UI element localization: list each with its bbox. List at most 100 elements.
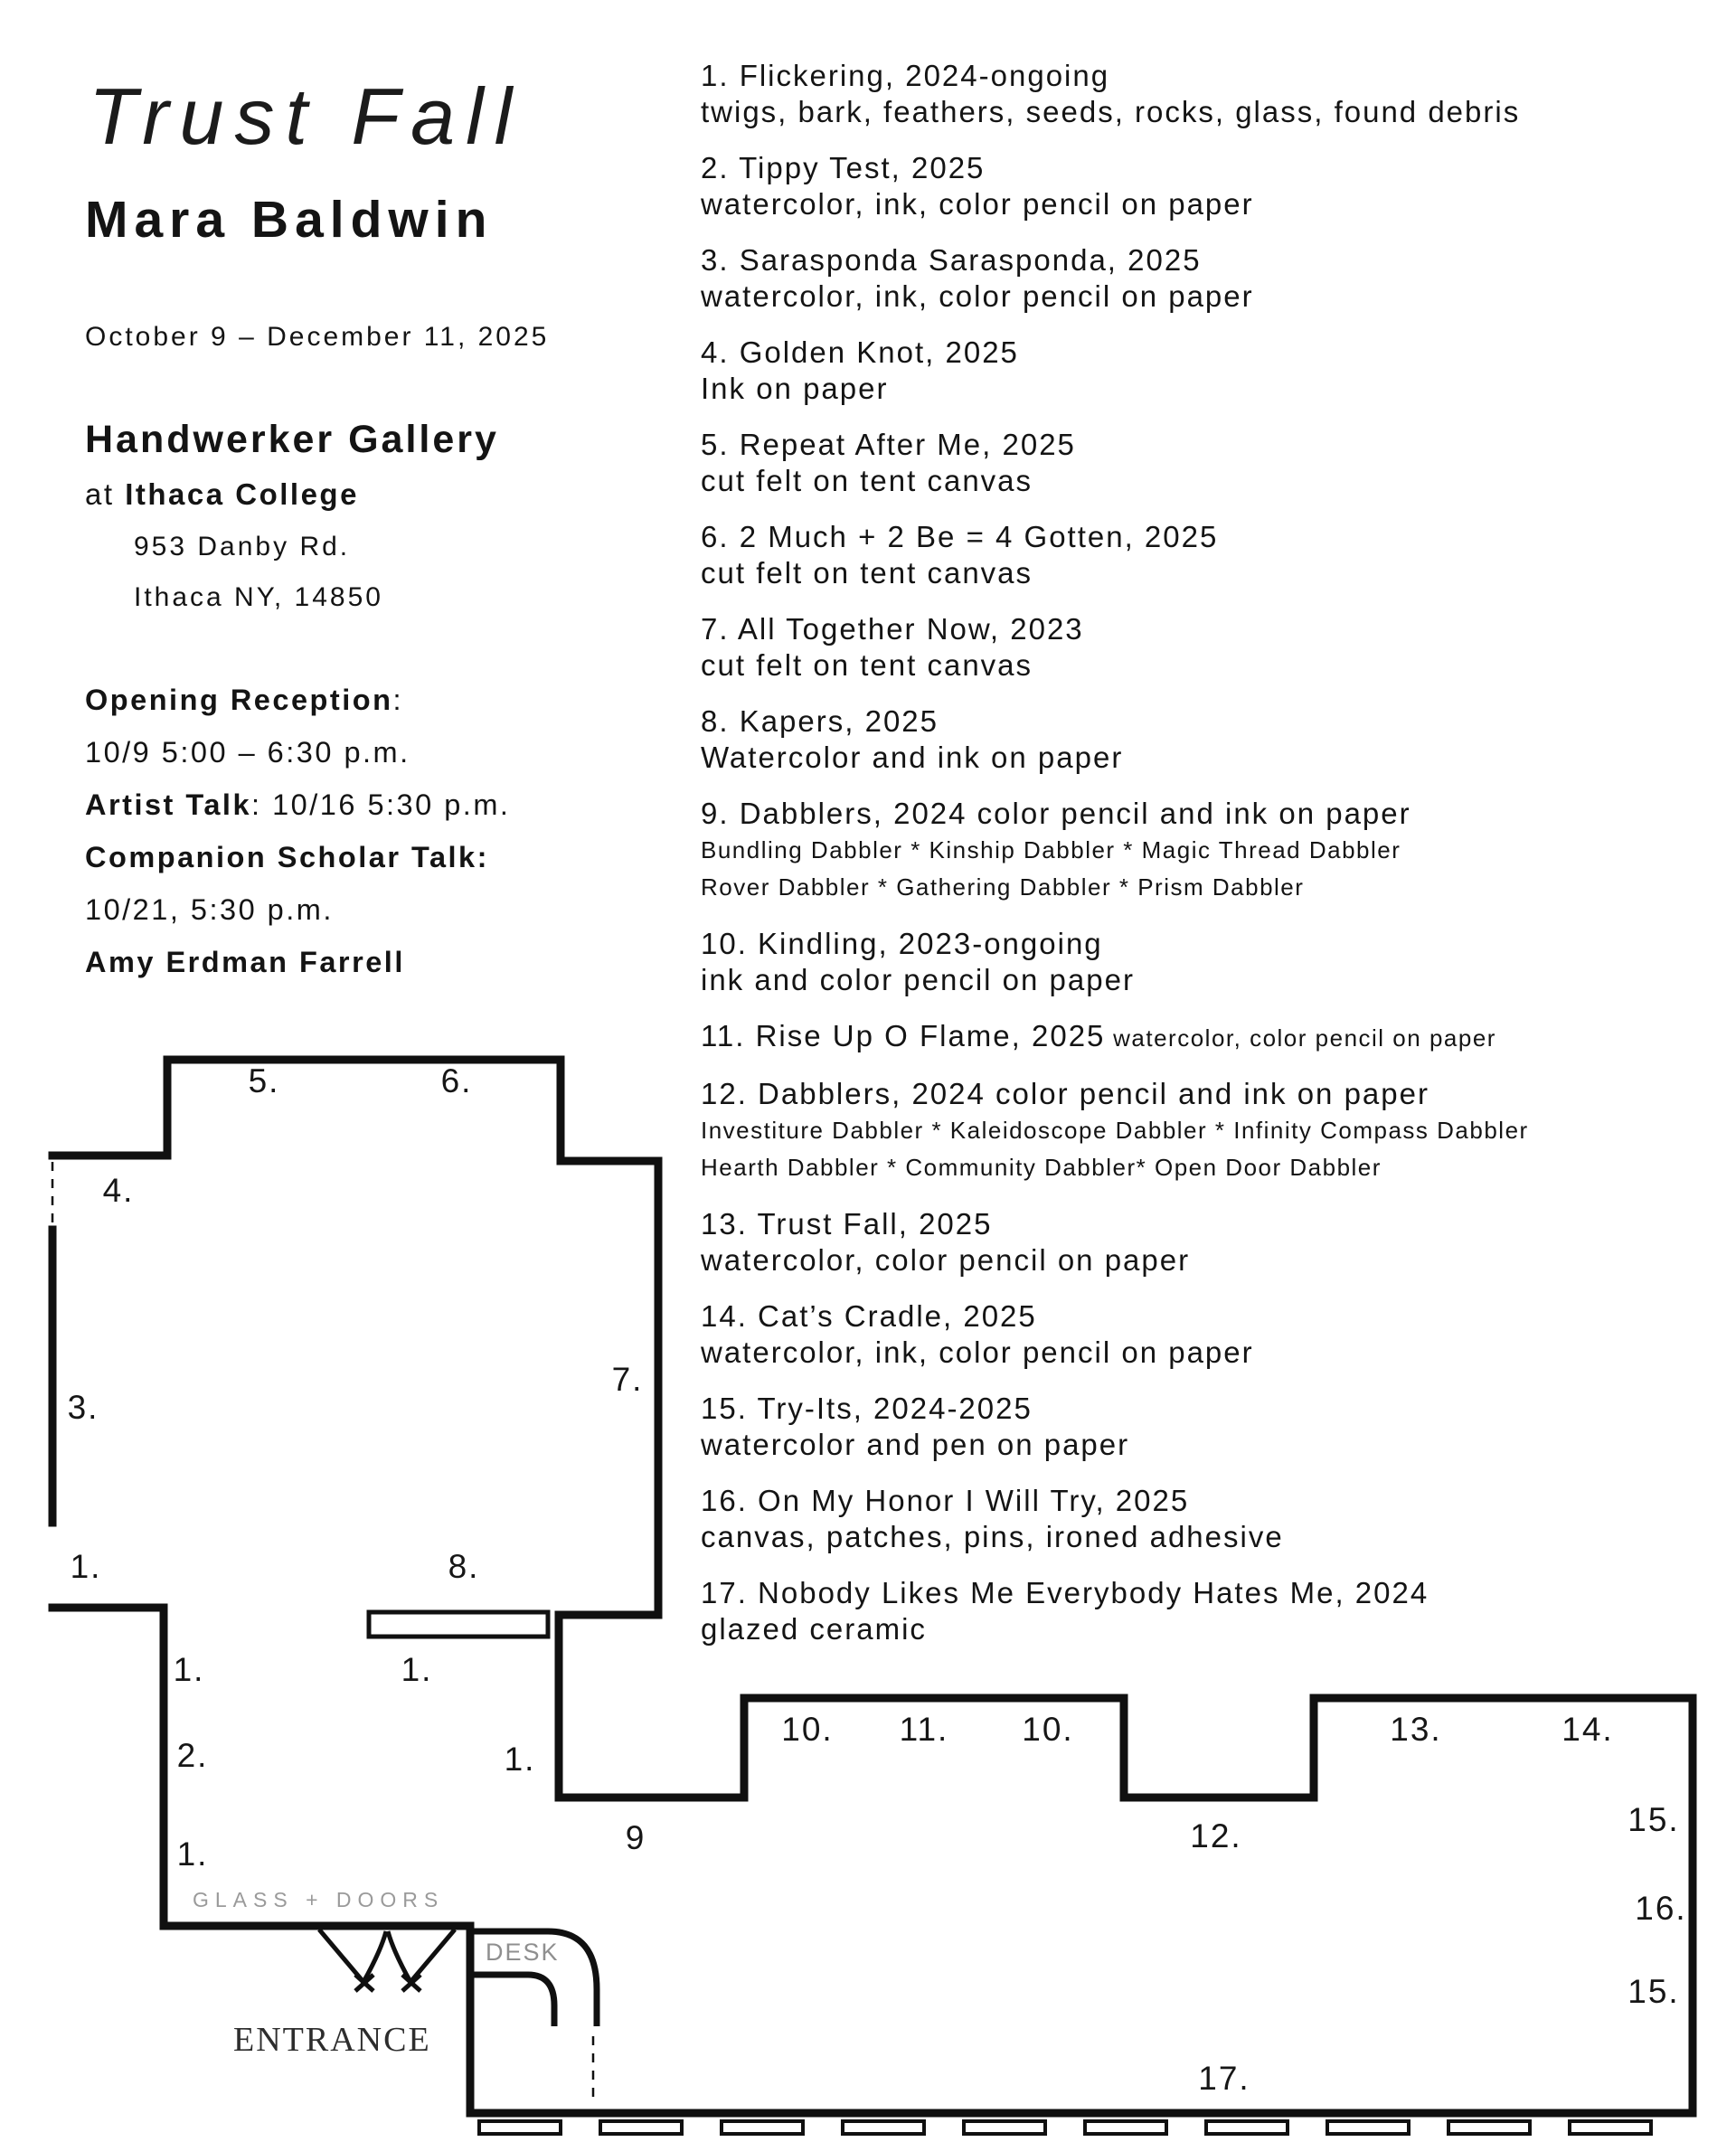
artwork-subline: Bundling Dabbler * Kinship Dabbler * Mag…: [701, 836, 1401, 863]
artwork-item-6: 6. 2 Much + 2 Be = 4 Gotten, 2025 cut fe…: [701, 519, 1736, 591]
artwork-materials: watercolor, color pencil on paper: [701, 1243, 1191, 1277]
reception-colon: :: [392, 684, 403, 716]
gallery-name: Handwerker Gallery: [85, 418, 499, 461]
dashed-wall-segments: [51, 1162, 595, 2104]
artwork-title: 8. Kapers, 2025: [701, 704, 939, 738]
artwork-materials: watercolor, ink, color pencil on paper: [701, 187, 1254, 221]
exhibition-dates: October 9 – December 11, 2025: [85, 322, 550, 352]
artwork-materials: ink and color pencil on paper: [701, 963, 1135, 996]
bottom-wall-hatches: [477, 2119, 1653, 2136]
artwork-item-17: 17. Nobody Likes Me Everybody Hates Me, …: [701, 1575, 1736, 1647]
artwork-item-11: 11. Rise Up O Flame, 2025 watercolor, co…: [701, 1018, 1736, 1056]
plan-label-5: 5.: [248, 1062, 280, 1099]
artwork-title: 11. Rise Up O Flame, 2025 watercolor, co…: [701, 1018, 1736, 1056]
plan-label-14: 14.: [1561, 1711, 1614, 1748]
artwork-title: 9. Dabblers, 2024 color pencil and ink o…: [701, 797, 1411, 830]
plan-label-1d: 1.: [504, 1741, 536, 1778]
plan-label-2: 2.: [176, 1737, 209, 1774]
plan-label-10a: 10.: [781, 1711, 834, 1748]
artwork-materials: cut felt on tent canvas: [701, 556, 1033, 590]
artwork-item-14: 14. Cat’s Cradle, 2025 watercolor, ink, …: [701, 1298, 1736, 1371]
artwork-materials: watercolor, ink, color pencil on paper: [701, 279, 1254, 313]
scholar-talk-label: Companion Scholar Talk:: [85, 841, 489, 873]
reception-label: Opening Reception: [85, 684, 393, 716]
reception-desk-shape: [472, 1928, 600, 2026]
address-line-1: 953 Danby Rd.: [134, 532, 351, 561]
artwork-title: 1. Flickering, 2024-ongoing: [701, 59, 1110, 92]
plan-label-8: 8.: [448, 1548, 480, 1585]
door-swing-marks: [317, 1928, 457, 1993]
artwork-item-10: 10. Kindling, 2023-ongoing ink and color…: [701, 926, 1736, 998]
plan-label-9: 9: [625, 1819, 646, 1856]
plan-label-11: 11.: [899, 1711, 949, 1748]
plan-label-6: 6.: [440, 1062, 473, 1099]
artwork-materials: cut felt on tent canvas: [701, 648, 1033, 682]
artwork-title: 3. Sarasponda Sarasponda, 2025: [701, 243, 1202, 277]
artwork-materials: canvas, patches, pins, ironed adhesive: [701, 1520, 1284, 1553]
artwork-title: 10. Kindling, 2023-ongoing: [701, 927, 1103, 960]
entrance-label: ENTRANCE: [233, 2021, 431, 2059]
artwork-item-7: 7. All Together Now, 2023 cut felt on te…: [701, 611, 1736, 684]
artwork-materials: Watercolor and ink on paper: [701, 741, 1124, 774]
artwork-title: 7. All Together Now, 2023: [701, 612, 1084, 646]
artwork-title: 16. On My Honor I Will Try, 2025: [701, 1484, 1190, 1517]
artwork-materials: glazed ceramic: [701, 1612, 927, 1646]
artwork-title: 15. Try-Its, 2024-2025: [701, 1392, 1033, 1425]
artwork-item-13: 13. Trust Fall, 2025 watercolor, color p…: [701, 1206, 1736, 1279]
plan-label-7: 7.: [611, 1361, 644, 1398]
plan-label-1a: 1.: [70, 1548, 102, 1585]
opening-reception-line: Opening Reception:: [85, 674, 510, 726]
address-line-2: Ithaca NY, 14850: [134, 582, 383, 612]
plan-label-17: 17.: [1198, 2060, 1250, 2097]
plan-label-16: 16.: [1635, 1890, 1687, 1927]
at-text: at: [85, 477, 126, 511]
artwork-title: 5. Repeat After Me, 2025: [701, 428, 1076, 461]
artwork-item-15: 15. Try-Its, 2024-2025 watercolor and pe…: [701, 1391, 1736, 1463]
artwork-item-9: 9. Dabblers, 2024 color pencil and ink o…: [701, 796, 1736, 906]
plan-label-15a: 15.: [1628, 1801, 1680, 1838]
events-block: Opening Reception: 10/9 5:00 – 6:30 p.m.…: [85, 674, 510, 988]
artwork-subline: Rover Dabbler * Gathering Dabbler * Pris…: [701, 873, 1305, 901]
exhibition-title: Trust Fall: [89, 71, 524, 161]
artist-talk-label: Artist Talk: [85, 788, 252, 821]
artwork-item-4: 4. Golden Knot, 2025 Ink on paper: [701, 335, 1736, 407]
artwork-inline-materials: watercolor, color pencil on paper: [1105, 1024, 1496, 1052]
artwork-materials: cut felt on tent canvas: [701, 464, 1033, 497]
gallery-institution-line: at Ithaca College: [85, 477, 359, 512]
artwork-materials: twigs, bark, feathers, seeds, rocks, gla…: [701, 95, 1521, 128]
artwork-title: 6. 2 Much + 2 Be = 4 Gotten, 2025: [701, 520, 1219, 553]
scholar-name: Amy Erdman Farrell: [85, 946, 405, 978]
plan-label-15b: 15.: [1628, 1973, 1680, 2010]
artwork-materials: watercolor, ink, color pencil on paper: [701, 1335, 1254, 1369]
artwork-title: 2. Tippy Test, 2025: [701, 151, 986, 184]
plan-label-12: 12.: [1190, 1817, 1242, 1854]
desk-label: DESK: [486, 1939, 560, 1966]
plan-label-1b: 1.: [173, 1651, 205, 1688]
artist-talk-time: : 10/16 5:30 p.m.: [251, 788, 511, 821]
artwork-item-2: 2. Tippy Test, 2025 watercolor, ink, col…: [701, 150, 1736, 222]
display-case-8: [366, 1609, 551, 1639]
artwork-materials: watercolor and pen on paper: [701, 1428, 1130, 1461]
artwork-item-3: 3. Sarasponda Sarasponda, 2025 watercolo…: [701, 242, 1736, 315]
plan-label-4: 4.: [102, 1172, 135, 1209]
artist-name: Mara Baldwin: [85, 191, 494, 249]
artwork-title: 13. Trust Fall, 2025: [701, 1207, 993, 1241]
artwork-title: 14. Cat’s Cradle, 2025: [701, 1299, 1037, 1333]
artwork-materials: Ink on paper: [701, 372, 889, 405]
artwork-item-5: 5. Repeat After Me, 2025 cut felt on ten…: [701, 427, 1736, 499]
scholar-talk-time: 10/21, 5:30 p.m.: [85, 893, 334, 926]
artwork-subline: Investiture Dabbler * Kaleidoscope Dabbl…: [701, 1117, 1529, 1144]
plan-label-3: 3.: [67, 1389, 99, 1426]
glass-doors-label: GLASS + DOORS: [193, 1888, 445, 1911]
artwork-title-text: 11. Rise Up O Flame, 2025: [701, 1019, 1106, 1052]
artwork-title: 12. Dabblers, 2024 color pencil and ink …: [701, 1077, 1429, 1110]
institution-name: Ithaca College: [125, 477, 359, 511]
plan-label-13: 13.: [1390, 1711, 1442, 1748]
reception-time: 10/9 5:00 – 6:30 p.m.: [85, 736, 410, 769]
artwork-subline: Hearth Dabbler * Community Dabbler* Open…: [701, 1154, 1382, 1181]
plan-label-1c: 1.: [401, 1651, 433, 1688]
artwork-item-16: 16. On My Honor I Will Try, 2025 canvas,…: [701, 1483, 1736, 1555]
artwork-item-12: 12. Dabblers, 2024 color pencil and ink …: [701, 1076, 1736, 1186]
plan-label-1e: 1.: [176, 1835, 209, 1873]
